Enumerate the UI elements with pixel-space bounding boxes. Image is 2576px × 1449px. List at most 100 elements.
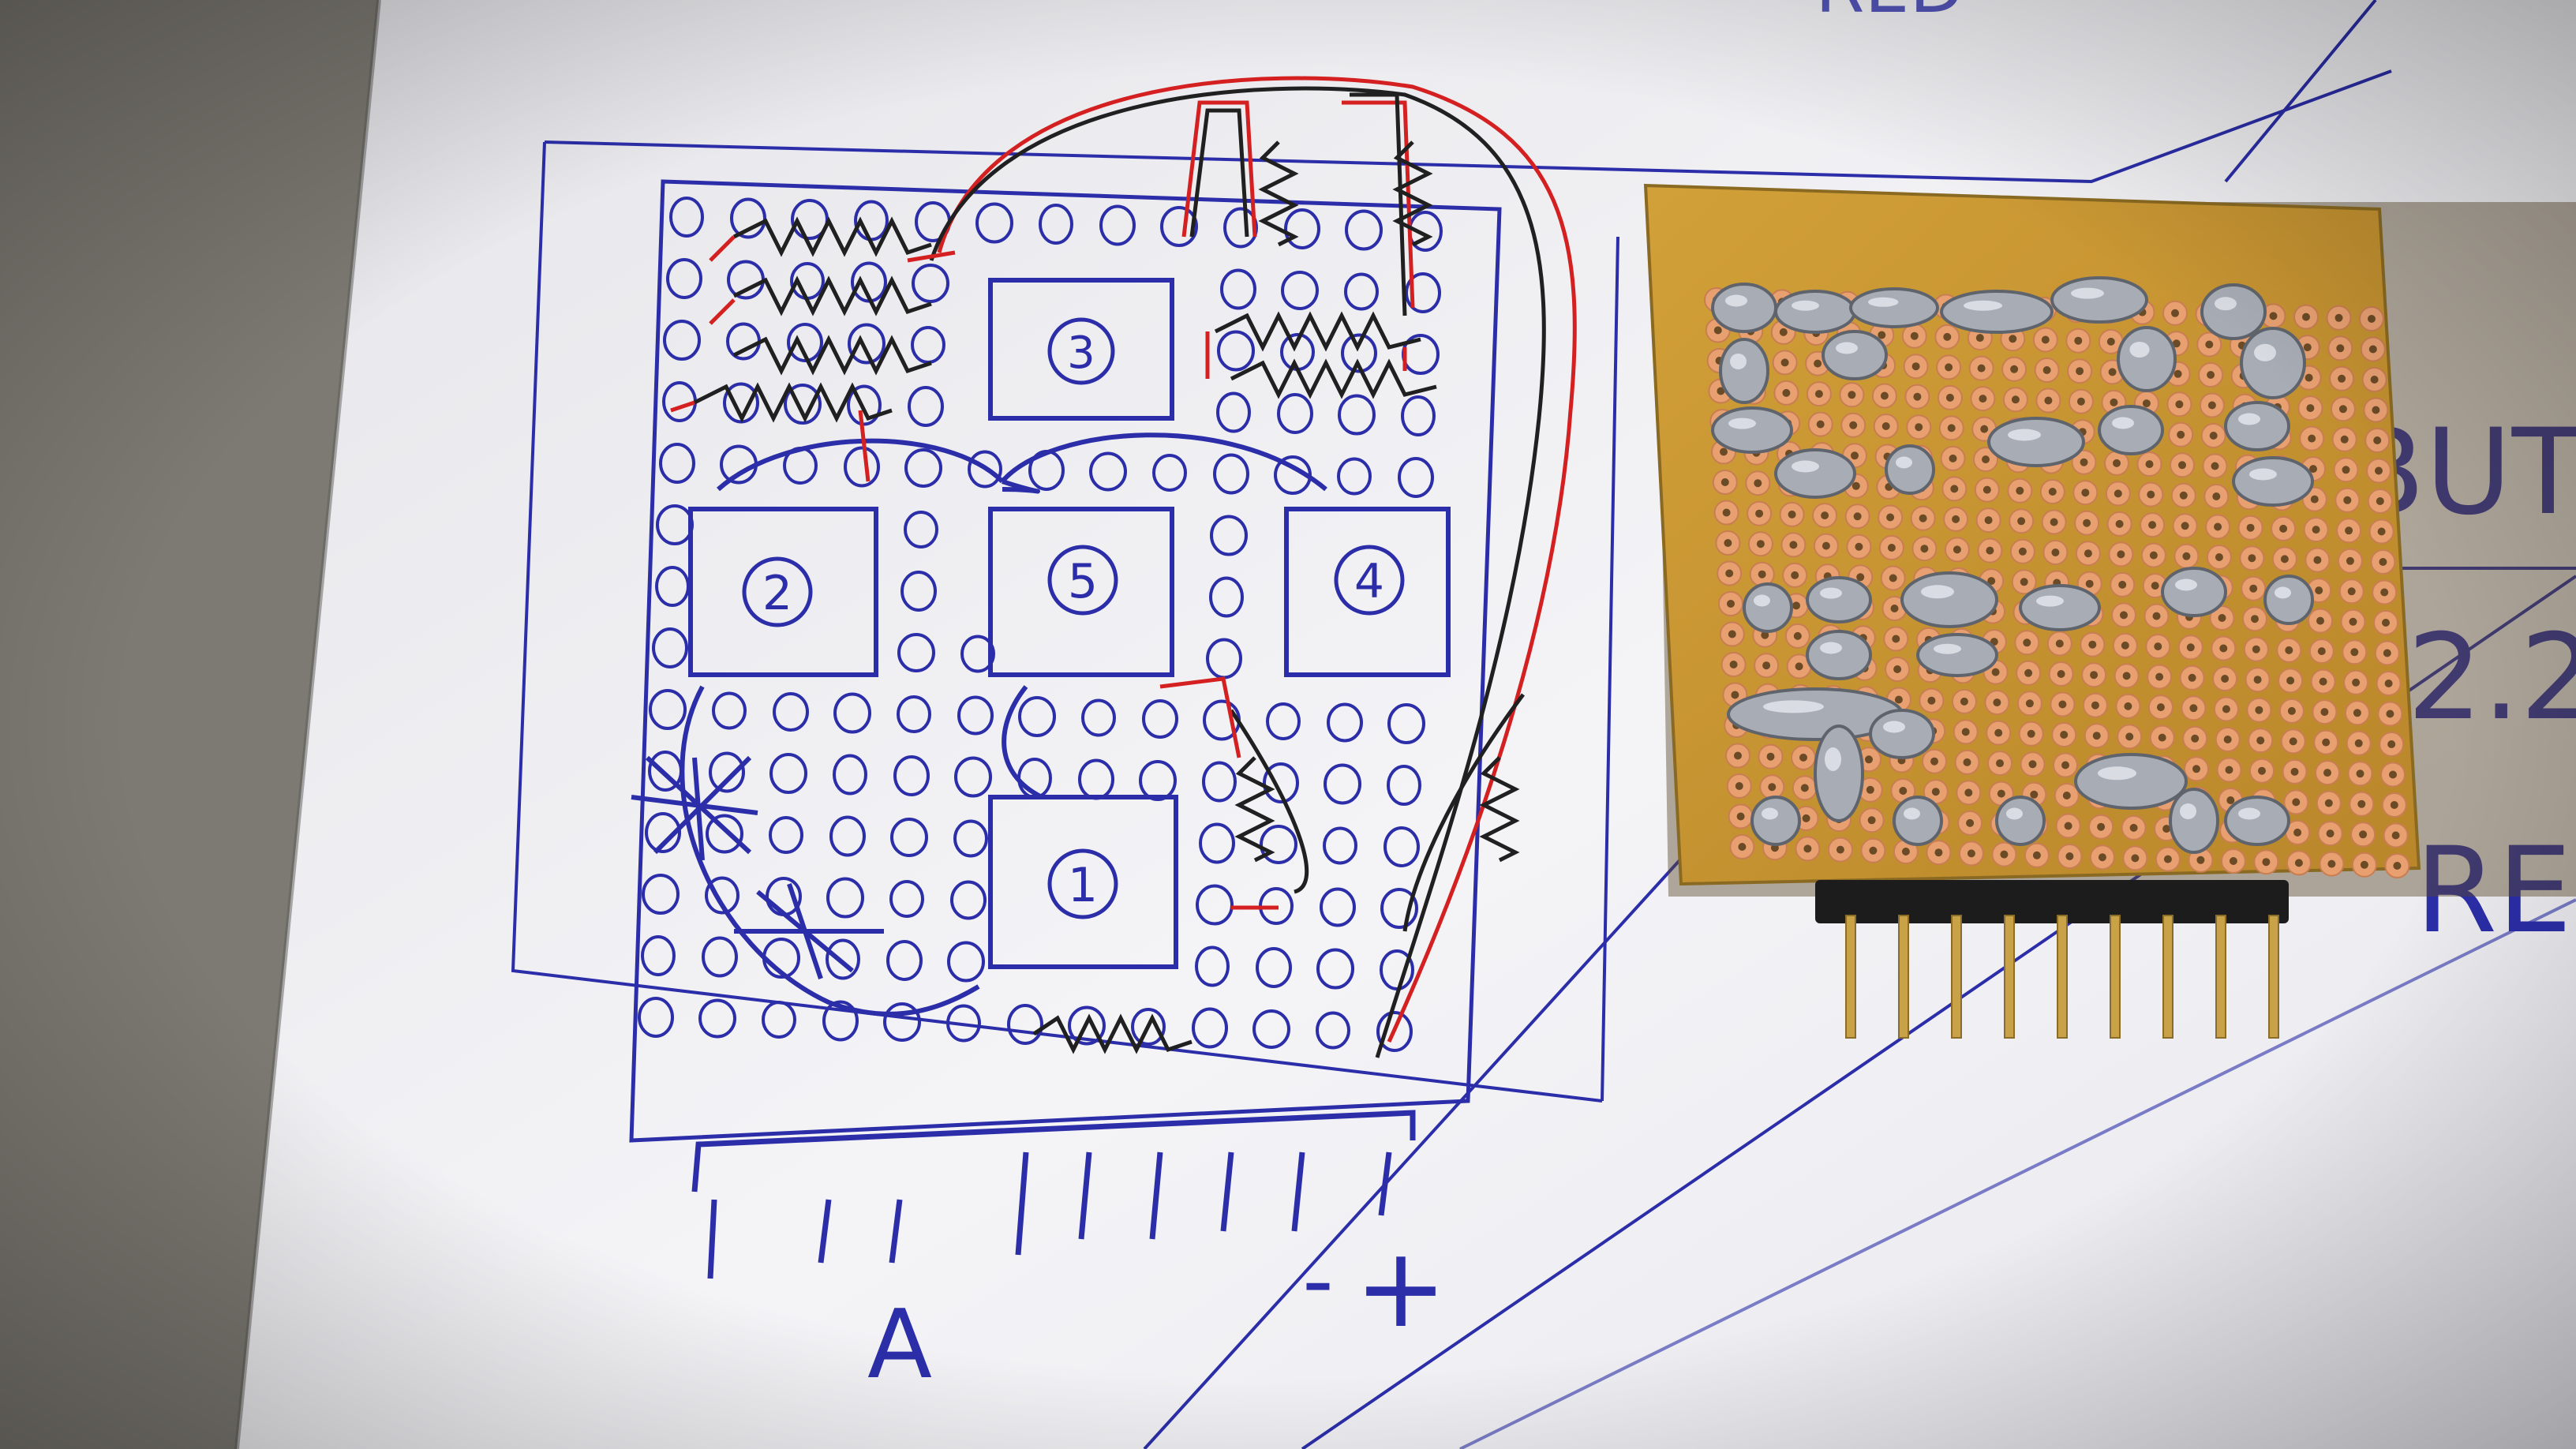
pad-hole <box>2248 554 2256 563</box>
pad-hole <box>1983 485 1991 494</box>
pad-hole <box>2024 668 2033 677</box>
pad-hole <box>1814 390 1823 399</box>
pad-hole <box>2147 490 2155 499</box>
pad-hole <box>2279 524 2288 533</box>
pad-hole <box>1865 755 1873 764</box>
pad-hole <box>2020 578 2028 586</box>
pad-hole <box>2305 373 2313 382</box>
pad-hole <box>2110 398 2118 406</box>
solder-highlight <box>1730 354 1747 369</box>
solder-joint <box>1893 796 1943 846</box>
pad-hole <box>2214 522 2222 531</box>
pad-hole <box>1913 392 1922 401</box>
pad-hole <box>2249 584 2258 593</box>
pad-hole <box>2211 462 2219 470</box>
pad-hole <box>2252 645 2260 653</box>
solder-joint <box>2074 753 2188 810</box>
pad-hole <box>2393 862 2402 870</box>
pad-hole <box>1887 544 1896 552</box>
pad-hole <box>1727 600 1735 608</box>
pad-hole <box>2317 647 2326 656</box>
pad-hole <box>1893 665 1902 673</box>
pad-hole <box>2064 822 2072 830</box>
pad-hole <box>1919 514 1927 522</box>
pad-hole <box>2349 617 2357 626</box>
pad-hole <box>2253 676 2262 684</box>
pad-hole <box>1963 758 1971 766</box>
pad-hole <box>2303 343 2312 352</box>
pad-hole <box>2177 430 2185 439</box>
pad-hole <box>2289 737 2297 746</box>
solder-highlight <box>2006 807 2023 820</box>
pad-hole <box>1953 545 1961 554</box>
pad-hole <box>1899 787 1908 795</box>
pad-hole <box>2055 639 2064 648</box>
solder-joint <box>1885 444 1935 495</box>
pad-hole <box>1852 481 1860 490</box>
pad-hole <box>2129 823 2138 832</box>
pad-hole <box>2030 790 2039 799</box>
pad-hole <box>1782 388 1791 397</box>
pad-hole <box>2148 521 2157 530</box>
solder-joint <box>1774 290 1856 334</box>
pad-hole <box>2222 705 2230 713</box>
pad-hole <box>2306 404 2315 413</box>
solder-highlight <box>2112 417 2134 429</box>
pad-hole <box>1934 848 1943 857</box>
pad-hole <box>1722 508 1731 517</box>
pad-hole <box>2163 855 2172 863</box>
pad-hole <box>2058 700 2067 709</box>
pad-hole <box>2370 376 2379 384</box>
solder-joint <box>1806 630 1872 680</box>
pad-hole <box>2051 549 2060 556</box>
pad-hole <box>1975 334 1984 343</box>
pad-hole <box>2117 550 2125 559</box>
pad-hole <box>2229 857 2237 865</box>
pad-hole <box>1738 843 1747 851</box>
solder-highlight <box>2180 803 2196 819</box>
pad-hole <box>2083 519 2091 527</box>
header-pin <box>2268 915 2279 1039</box>
pad-hole <box>2320 708 2329 717</box>
pad-hole <box>2028 760 2037 769</box>
header-pin <box>2057 915 2068 1039</box>
pad-hole <box>2382 619 2390 627</box>
solder-highlight <box>1883 721 1905 733</box>
solder-highlight <box>1836 342 1858 354</box>
pad-hole <box>2336 344 2345 353</box>
pad-hole <box>2023 638 2031 647</box>
solder-joint <box>1711 406 1793 454</box>
pad-hole <box>2131 854 2140 863</box>
sketch-pin-label-a: A <box>867 1290 932 1400</box>
pad-hole <box>2017 517 2026 526</box>
pad-hole <box>2386 710 2394 718</box>
header-pin <box>2004 915 2015 1039</box>
pad-hole <box>1997 789 2005 798</box>
pad-hole <box>2042 366 2051 374</box>
pad-hole <box>2092 732 2101 740</box>
pad-hole <box>2090 671 2099 680</box>
pad-hole <box>1728 630 1736 638</box>
pad-hole <box>2191 734 2200 743</box>
pad-hole <box>1910 331 1919 340</box>
pad-hole <box>1724 539 1732 547</box>
pad-hole <box>2375 466 2383 475</box>
pad-hole <box>2076 367 2084 376</box>
pad-hole <box>1977 364 1986 373</box>
pad-hole <box>2319 677 2327 686</box>
pad-hole <box>1927 696 1936 705</box>
pad-hole <box>1930 757 1938 766</box>
pad-hole <box>2027 729 2035 738</box>
pad-hole <box>2285 646 2293 654</box>
pad-hole <box>2010 365 2019 373</box>
pad-hole <box>2380 588 2389 597</box>
pad-hole <box>1986 546 1994 555</box>
pad-hole <box>1889 574 1897 582</box>
pad-hole <box>1779 328 1788 336</box>
solder-joint <box>1743 582 1793 633</box>
pad-hole <box>2287 706 2296 715</box>
pad-hole <box>2175 400 2184 409</box>
pad-hole <box>2255 706 2263 714</box>
svg-text:5: 5 <box>1068 554 1098 609</box>
pad-hole <box>2334 313 2343 322</box>
